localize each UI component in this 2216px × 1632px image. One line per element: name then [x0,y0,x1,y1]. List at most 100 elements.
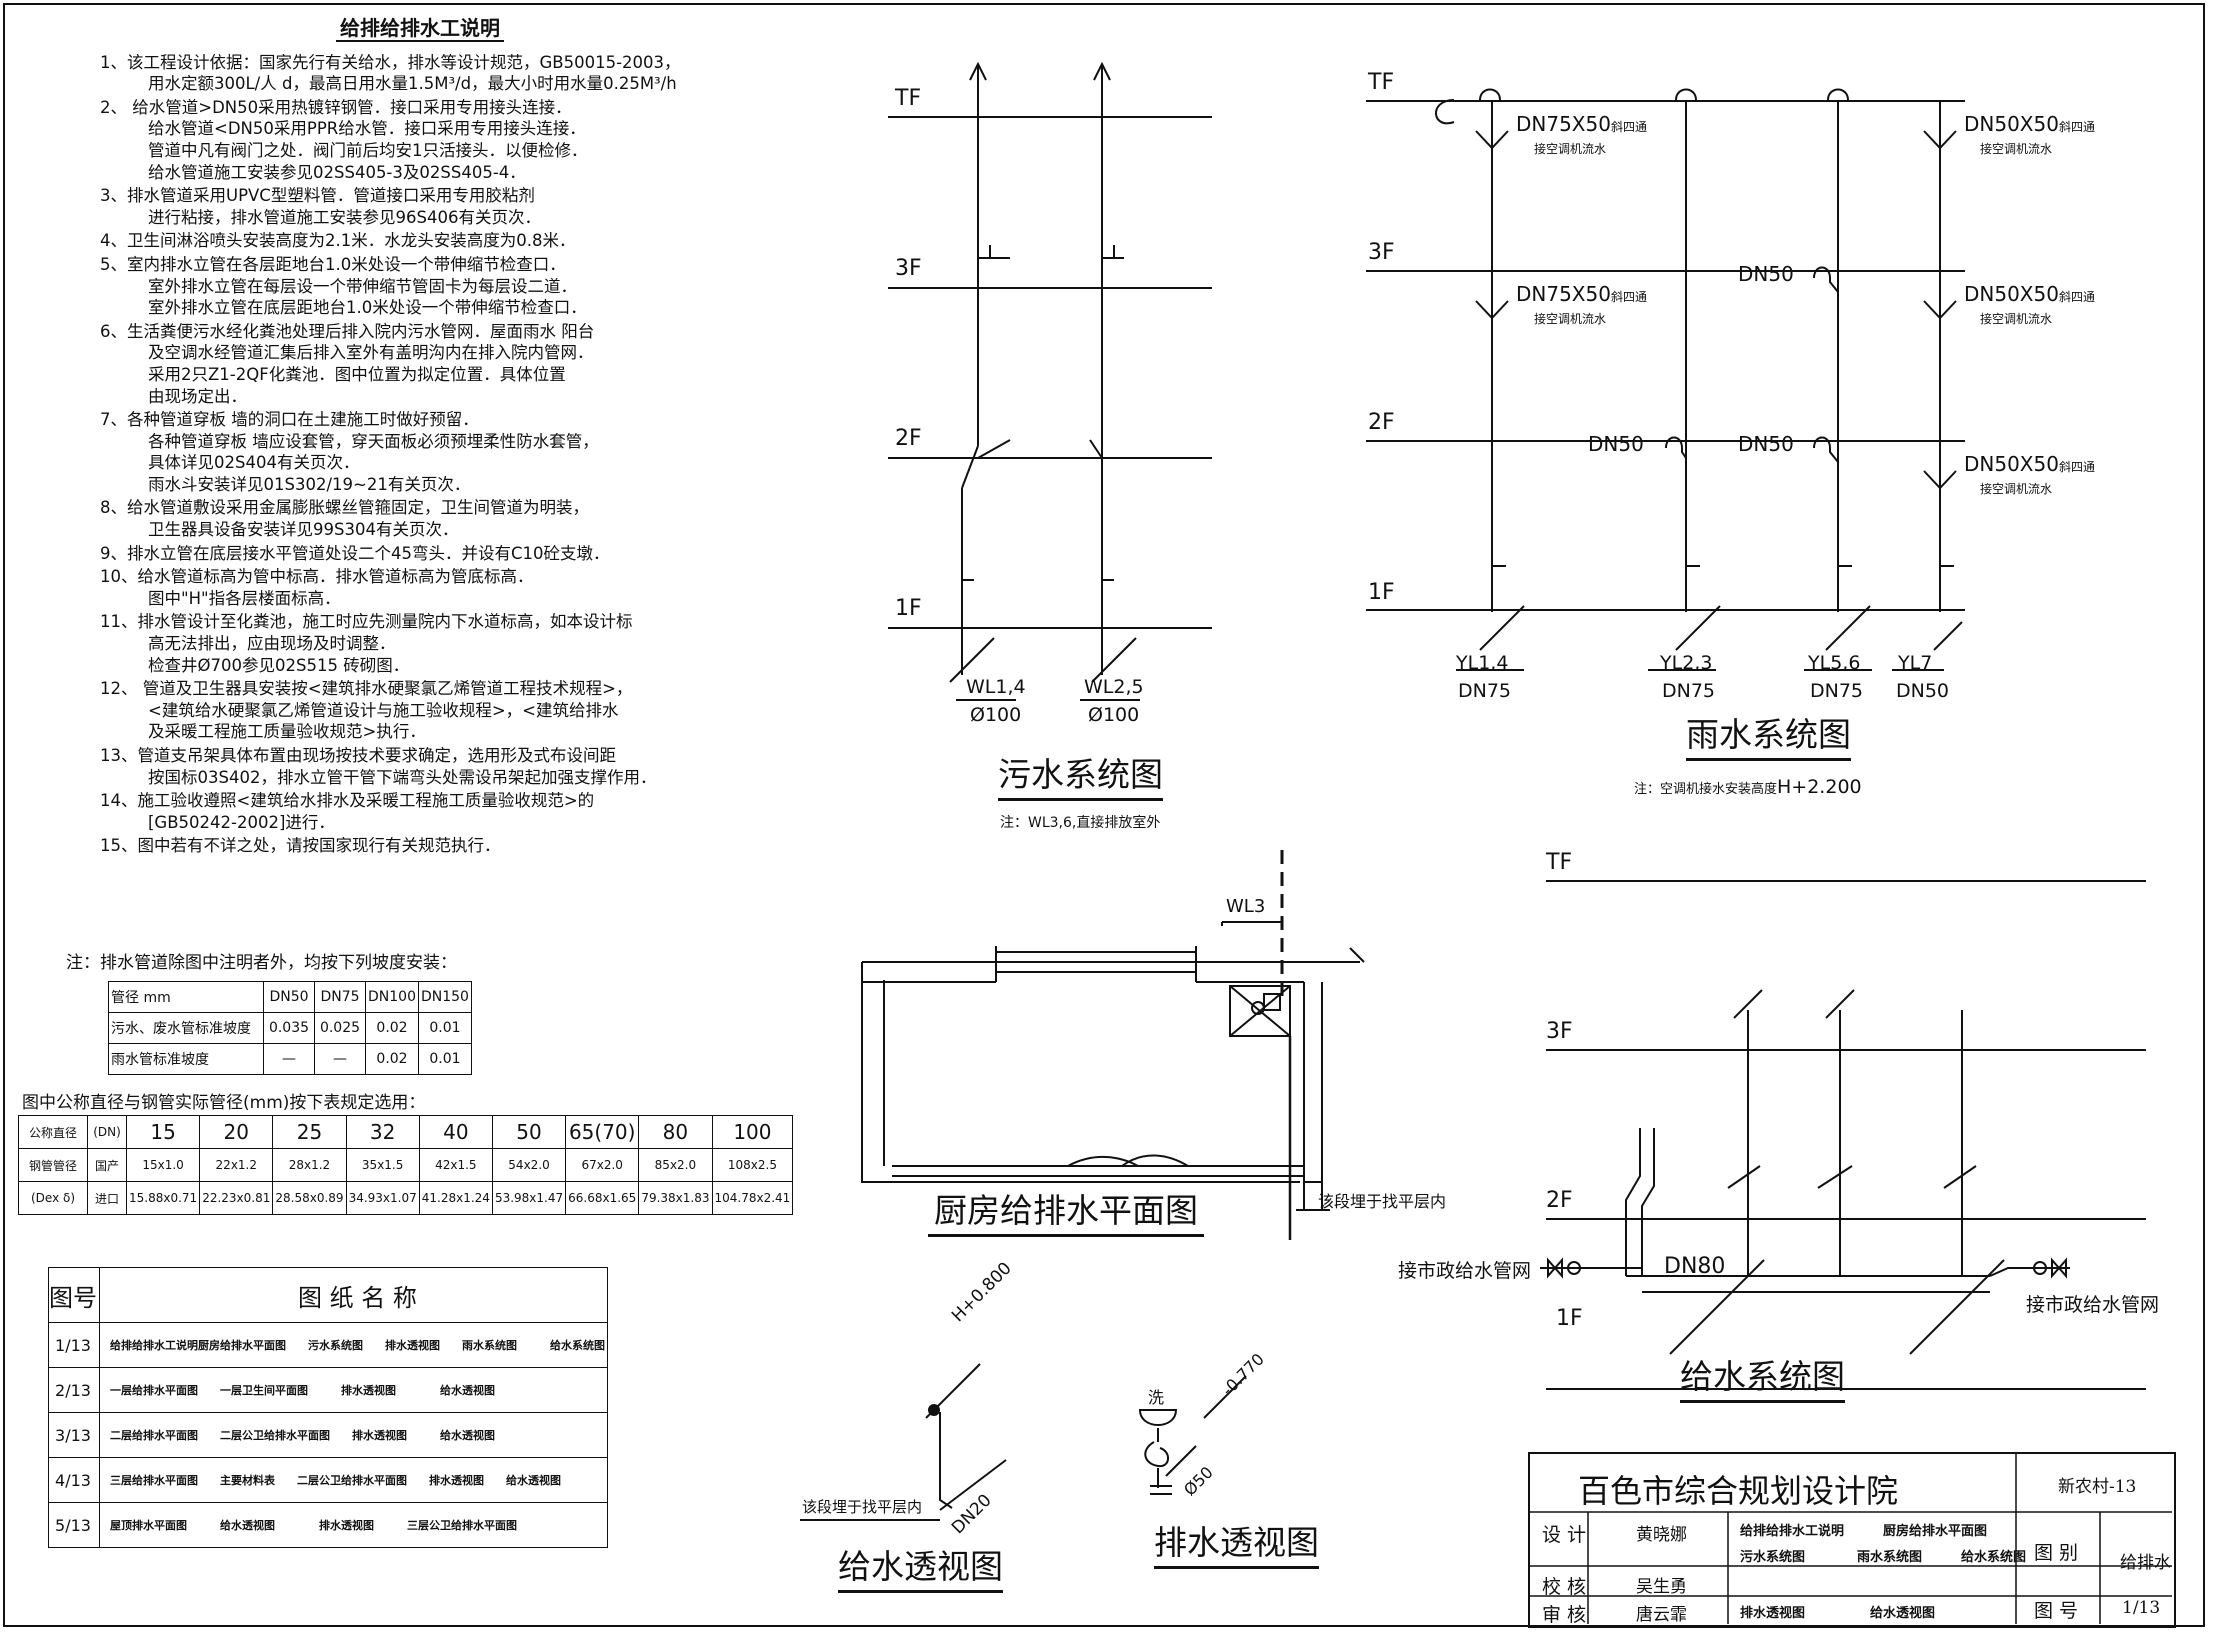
note-line: 高无法排出，应由现场及时调整． [148,634,396,654]
pipe-table-cell: 104.78x2.41 [711,1181,794,1215]
supply-view-note: 该段埋于找平层内 [802,1498,923,1516]
pipe-table-cell: 20 [199,1115,274,1149]
drawing-number: 5/13 [48,1502,100,1548]
rain-floor-1f: 1F [1368,580,1395,605]
note-item: 12、 管道及卫生器具安装按<建筑排水硬聚氯乙烯管道工程技术规程>，<建筑给水硬… [100,678,720,743]
rain-tag: DN50X50斜四通 [1964,452,2095,476]
supply-floor-2f: 2F [1546,1188,1573,1213]
supply-system-diagram [1540,880,2146,1390]
name-design: 黄晓娜 [1636,1525,1687,1545]
note-item: 3、排水管道采用UPVC型塑料管．管道接口采用专用胶粘剂进行粘接，排水管道施工安… [100,185,720,228]
note-item: 5、室内排水立管在各层距地台1.0米处设一个带伸缩节检查口．室外排水立管在每层设… [100,254,720,319]
category-label: 图 别 [2034,1542,2079,1564]
rain-floor-3f: 3F [1368,240,1395,265]
pipe-table-cell: 80 [638,1115,713,1149]
sheet-border [3,3,2205,1627]
slope-cell: 污水、废水管标准坡度 [108,1012,264,1044]
sheet-contents: 给排给排水工说明 厨房给排水平面图 [1740,1524,1988,1539]
rain-floor-tf: TF [1368,70,1395,95]
note-line: [GB50242-2002]进行． [148,812,335,832]
slope-cell: 0.01 [417,1043,472,1075]
sewage-floor-tf: TF [895,86,922,111]
note-item: 14、施工验收遵照<建筑给水排水及采暖工程施工质量验收规范>的[GB50242-… [100,790,720,833]
rain-tag-sub: 接空调机流水 [1980,312,2053,326]
pipe-table-cell: 25 [272,1115,347,1149]
slope-cell: — [314,1043,366,1075]
slope-header-cell: DN75 [314,981,366,1013]
rain-tag: DN50X50斜四通 [1964,112,2095,136]
note-line: 给水管道施工安装参见02SS405-3及02SS405-4． [148,162,526,182]
title-block-grid [1528,1452,2172,1624]
note-line: 卫生器具设备安装详见99S304有关页次． [148,520,459,540]
note-line: 给水管道<DN50采用PPR给水管．接口采用专用接头连接． [148,119,586,139]
drawing-names: 一层给排水平面图 一层卫生间平面图 排水透视图 给水透视图 [99,1367,608,1413]
note-line: <建筑给水硬聚氯乙烯管道设计与施工验收规程>，<建筑给排水 [148,700,619,720]
pipe-table-cell: 22x1.2 [199,1148,274,1182]
supply-dn: DN80 [1664,1254,1726,1279]
sewage-pipe-dn: Ø100 [1088,704,1140,726]
pipe-table-cell: 进口 [87,1181,127,1215]
slope-cell: 0.035 [263,1012,315,1044]
number-label: 图 号 [2034,1600,2079,1622]
kitchen-wl3: WL3 [1226,896,1266,917]
note-item: 9、排水立管在底层接水平管道处设二个45弯头．并设有C10砼支墩． [100,543,720,565]
rain-tag-dn50: DN50 [1588,432,1644,456]
drawing-number: 1/13 [48,1322,100,1368]
rain-tag: DN50X50斜四通 [1964,282,2095,306]
rain-pipe-label: YL1,4 [1456,652,1509,674]
note-line: 4、卫生间淋浴喷头安装高度为2.1米．水龙头安装高度为0.8米． [100,231,576,251]
note-line: 室外排水立管在底层距地台1.0米处设一个带伸缩节检查口． [148,298,587,318]
drawing-names: 屋顶排水平面图 给水透视图 排水透视图 三层公卫给排水平面图 [99,1502,608,1548]
project-name: 新农村-13 [2058,1477,2137,1497]
drawing-names: 三层给排水平面图 主要材料表 二层公卫给排水平面图 排水透视图 给水透视图 [99,1457,608,1503]
note-line: 按国标03S402，排水立管干管下端弯头处需设吊架起加强支撑作用． [148,767,657,787]
note-line: 14、施工验收遵照<建筑给水排水及采暖工程施工质量验收规范>的 [100,791,595,811]
rain-pipe-dn: DN75 [1458,680,1512,702]
pipe-size-note: 图中公称直径与钢管实际管径(mm)按下表规定选用： [22,1093,426,1113]
note-line: 1、该工程设计依据：国家先行有关给水，排水等设计规范，GB50015-2003， [100,52,681,72]
drawing-list-header-cell: 图 纸 名 称 [99,1267,608,1323]
role-approve: 审 核 [1542,1604,1587,1626]
rain-pipe-label: YL5,6 [1808,652,1861,674]
drawing-number: 2/13 [48,1367,100,1413]
note-item: 11、排水管设计至化粪池，施工时应先测量院内下水道标高，如本设计标高无法排出，应… [100,611,720,676]
rain-pipe-dn: DN75 [1662,680,1716,702]
note-item: 2、 给水管道>DN50采用热镀锌钢管．接口采用专用接头连接．给水管道<DN50… [100,97,720,183]
design-notes: 给排给排水工说明 1、该工程设计依据：国家先行有关给水，排水等设计规范，GB50… [100,16,720,857]
rain-tag-sub: 接空调机流水 [1980,142,2053,156]
sewage-note: 注：WL3,6,直接排放室外 [1000,815,1161,831]
rain-title: 雨水系统图 [1686,708,1851,761]
note-line: 检查井Ø700参见02S515 砖砌图． [148,655,410,675]
note-line: 2、 给水管道>DN50采用热镀锌钢管．接口采用专用接头连接． [100,97,572,117]
sewage-pipe-label: WL1,4 [966,676,1026,698]
slope-cell: 0.01 [417,1012,472,1044]
note-line: 及空调水经管道汇集后排入室外有盖明沟内在排入院内管网． [148,343,594,363]
note-item: 13、管道支吊架具体布置由现场按技术要求确定，选用形及式布设间距按国标03S40… [100,745,720,788]
note-line: 雨水斗安装详见01S302/19~21有关页次． [148,474,471,494]
rain-tag-dn50: DN50 [1738,262,1794,286]
note-line: 13、管道支吊架具体布置由现场按技术要求确定，选用形及式布设间距 [100,746,616,765]
rain-tag-sub: 接空调机流水 [1534,312,1607,326]
slope-cell: 0.025 [314,1012,366,1044]
note-line: 6、生活粪便污水经化粪池处理后排入院内污水管网．屋面雨水 阳台 [100,321,595,341]
pipe-table-cell: 65(70) [565,1115,640,1149]
note-line: 15、图中若有不详之处，请按国家现行有关规范执行． [100,836,501,856]
sheet-contents: 污水系统图 雨水系统图 给水系统图 [1740,1550,2027,1565]
pipe-table-cell: 22.23x0.81 [199,1181,274,1215]
rain-floor-2f: 2F [1368,410,1395,435]
rain-tag-dn50: DN50 [1738,432,1794,456]
note-line: 进行粘接，排水管道施工安装参见96S406有关页次． [148,207,541,227]
pipe-table-cell: 钢管管径 [18,1148,88,1182]
slope-header-cell: DN100 [365,981,419,1013]
note-item: 1、该工程设计依据：国家先行有关给水，排水等设计规范，GB50015-2003，… [100,52,720,95]
pipe-table-cell: 28.58x0.89 [272,1181,347,1215]
drawing-list-header: 图号图 纸 名 称 [48,1267,608,1323]
pipe-table-cell: 85x2.0 [638,1148,713,1182]
drawing-number: 4/13 [48,1457,100,1503]
